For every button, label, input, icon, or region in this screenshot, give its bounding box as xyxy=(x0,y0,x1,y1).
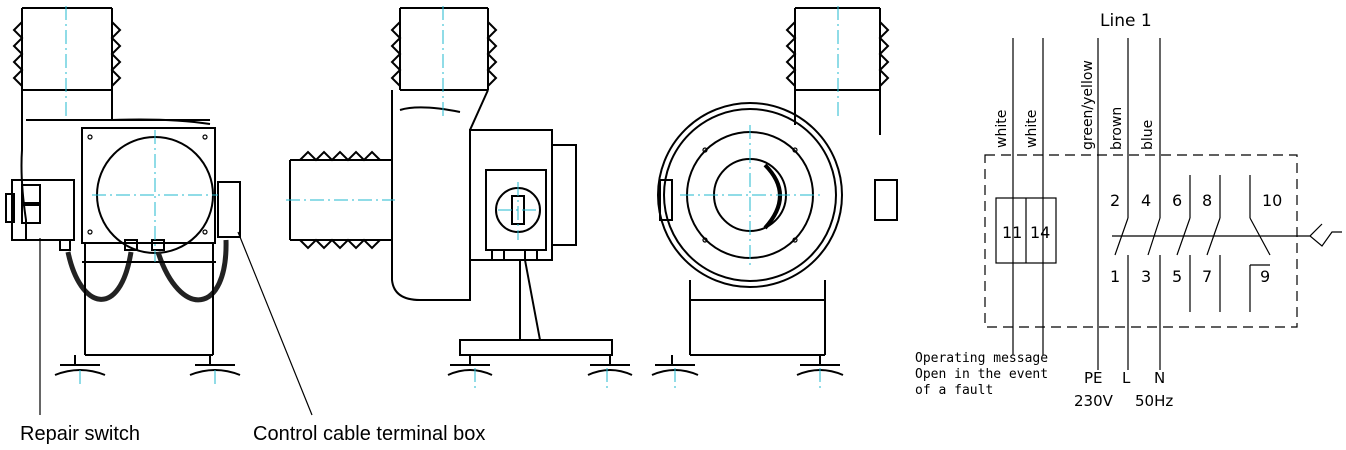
supply-voltage: 230V xyxy=(1074,392,1114,410)
label-pe: PE xyxy=(1084,369,1103,387)
terminal-5: 5 xyxy=(1172,267,1182,286)
terminal-4: 4 xyxy=(1141,191,1151,210)
aux-terminal-11: 11 xyxy=(1002,223,1022,242)
terminal-enclosure xyxy=(984,154,1298,328)
terminal-9: 9 xyxy=(1260,267,1270,286)
terminal-3: 3 xyxy=(1141,267,1151,286)
fan-rear-view xyxy=(5,6,313,416)
wire-label-white-1: white xyxy=(994,110,1010,148)
message-line-3: of a fault xyxy=(915,383,993,398)
aux-terminal-14: 14 xyxy=(1030,223,1050,242)
wire-label-white-2: white xyxy=(1024,110,1040,148)
repair-switch-box xyxy=(11,179,75,241)
wire-label-green-yellow: green/yellow xyxy=(1080,60,1096,150)
line-title: Line 1 xyxy=(1100,11,1152,31)
message-line-2: Open in the event xyxy=(915,367,1048,382)
terminal-1: 1 xyxy=(1110,267,1120,286)
terminal-10: 10 xyxy=(1262,191,1282,210)
terminal-7: 7 xyxy=(1202,267,1212,286)
message-line-1: Operating message xyxy=(915,351,1048,366)
terminal-8: 8 xyxy=(1202,191,1212,210)
wire-label-blue: blue xyxy=(1140,120,1156,150)
wire-label-brown: brown xyxy=(1109,107,1125,150)
switch-box-front xyxy=(485,169,547,251)
label-n: N xyxy=(1154,369,1165,387)
control-cable-terminal-box-label: Control cable terminal box xyxy=(253,423,485,445)
terminal-box-leader xyxy=(237,231,313,416)
terminal-6: 6 xyxy=(1172,191,1182,210)
fan-front-view xyxy=(651,6,898,388)
terminal-2: 2 xyxy=(1110,191,1120,210)
supply-frequency: 50Hz xyxy=(1135,392,1173,410)
label-l: L xyxy=(1122,369,1131,387)
wiring-diagram: Line 1 white white green/yellow brown bl… xyxy=(915,11,1342,410)
control-box-side xyxy=(217,181,241,238)
fan-side-view xyxy=(286,6,633,388)
repair-switch-label: Repair switch xyxy=(20,423,140,445)
